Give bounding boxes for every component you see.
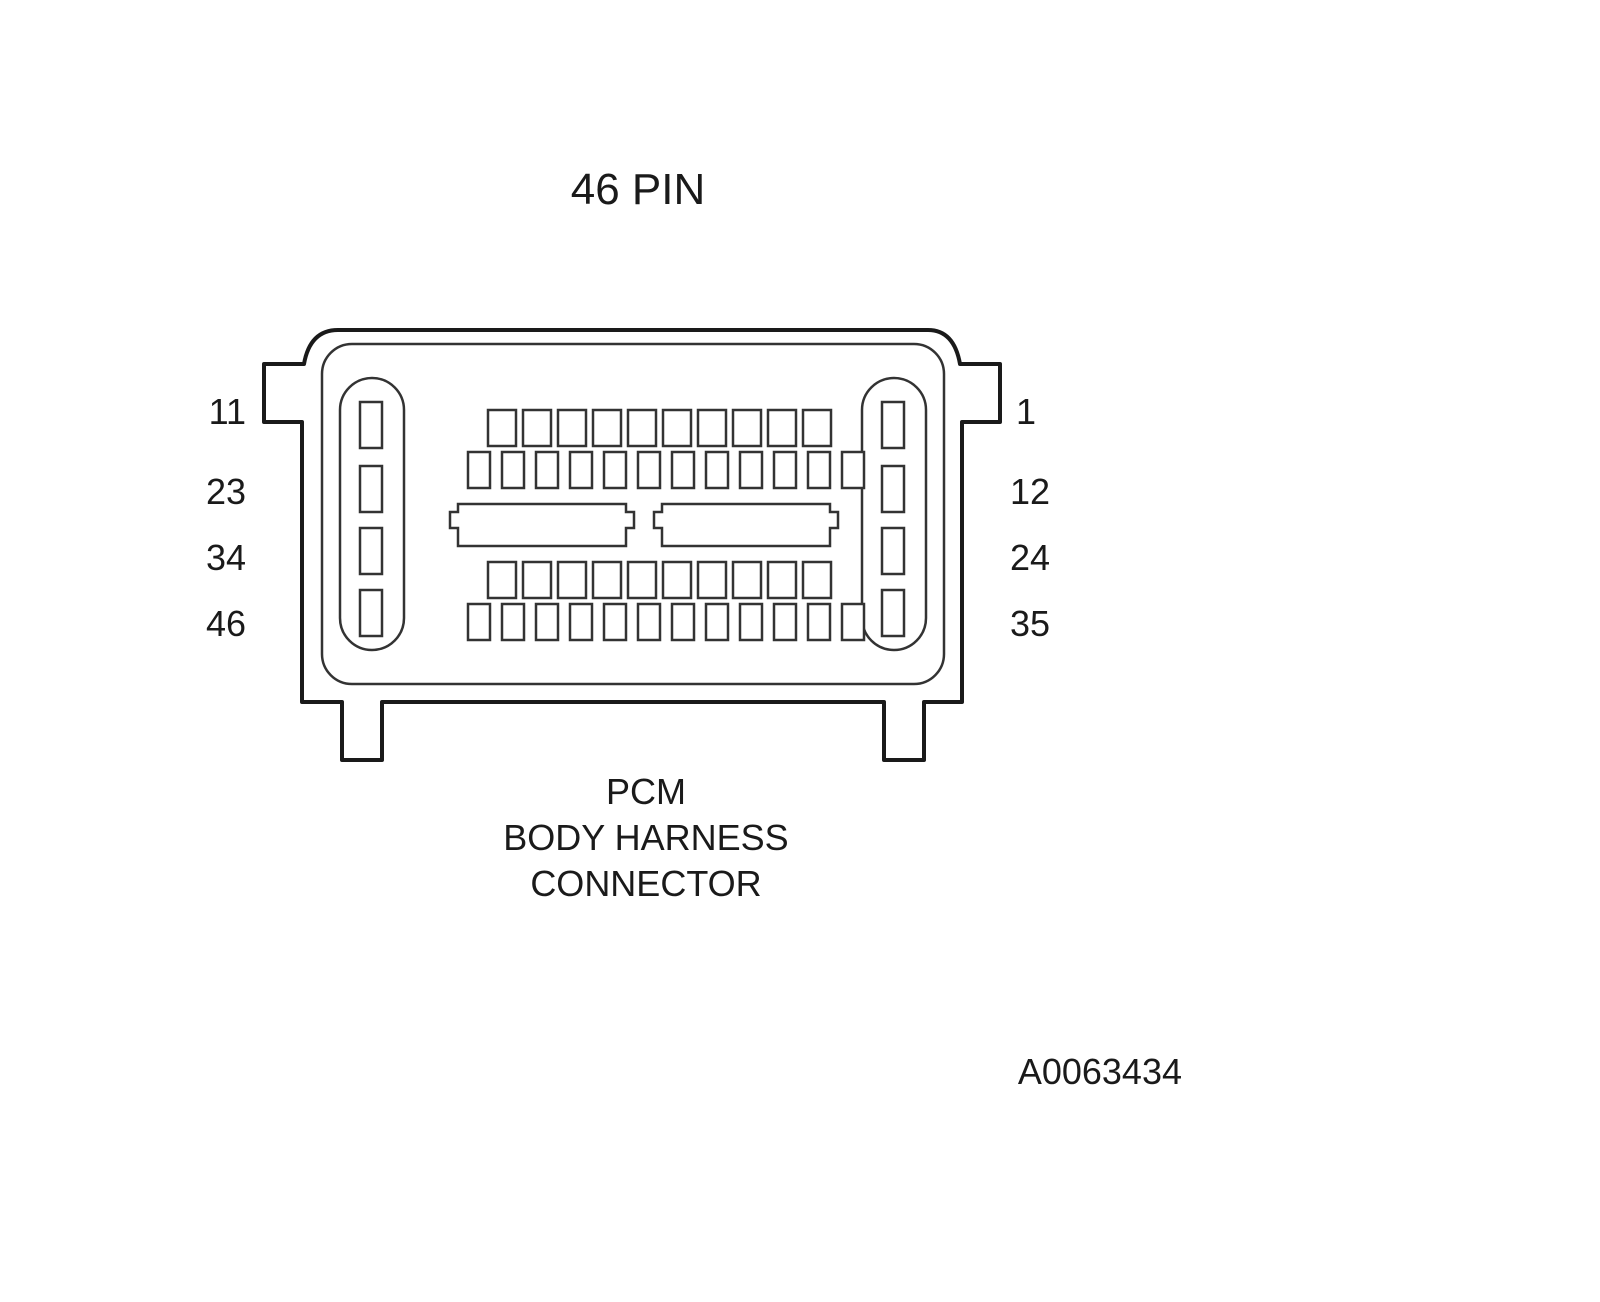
pin-cavity [840,602,866,642]
pin-cavity [696,560,728,600]
pin-cavity [591,560,623,600]
diagram-title: 46 PIN [571,165,706,214]
left-end-pins [358,400,384,638]
connector-housing [262,328,1002,762]
pin-cavity [556,408,588,448]
pin-cavity [661,560,693,600]
pin-cavity [534,602,560,642]
caption-line-3: CONNECTOR [530,863,761,904]
pin-cavity [568,450,594,490]
pin-cavity [636,602,662,642]
pin-cavity [731,560,763,600]
keying-slot-right [652,502,840,548]
pin-cavity [806,450,832,490]
pin-cavity [880,464,906,514]
pin-label-left-4: 46 [206,603,246,644]
pin-cavity [704,602,730,642]
pin-cavity [626,560,658,600]
pin-cavity [772,602,798,642]
pin-cavity [738,450,764,490]
caption-line-2: BODY HARNESS [503,817,788,858]
pin-cavity [602,602,628,642]
right-end-pins [880,400,906,638]
pin-label-right-3: 24 [1010,537,1050,578]
pin-cavity [661,408,693,448]
pin-cavity [626,408,658,448]
pin-label-right-2: 12 [1010,471,1050,512]
pin-label-left-2: 23 [206,471,246,512]
pin-cavity [704,450,730,490]
pin-cavity [568,602,594,642]
pin-cavity [696,408,728,448]
pin-grid [466,408,866,642]
pin-label-left-1: 11 [209,391,246,432]
pin-cavity [801,560,833,600]
pin-cavity [556,560,588,600]
pin-cavity [602,450,628,490]
pin-label-left-3: 34 [206,537,246,578]
right-end-capsule [860,376,928,652]
pin-cavity [358,588,384,638]
keying-slot-left [448,502,636,548]
pin-cavity [772,450,798,490]
pin-label-right-1: 1 [1016,391,1036,432]
pin-cavity [486,560,518,600]
pin-cavity [766,560,798,600]
pin-cavity [670,602,696,642]
figure-id: A0063434 [1018,1051,1182,1092]
pin-cavity [500,602,526,642]
connector-face [320,342,946,686]
pin-cavity [636,450,662,490]
pin-cavity [880,400,906,450]
pin-cavity [521,560,553,600]
pin-cavity [466,602,492,642]
pin-cavity [731,408,763,448]
pin-cavity [358,526,384,576]
pin-cavity [466,450,492,490]
caption-line-1: PCM [606,771,686,812]
pin-cavity [670,450,696,490]
pin-cavity [521,408,553,448]
pin-cavity [358,400,384,450]
pin-cavity [591,408,623,448]
pin-cavity [534,450,560,490]
pin-cavity [738,602,764,642]
pin-cavity [486,408,518,448]
pin-cavity [500,450,526,490]
left-end-capsule [338,376,406,652]
pin-label-right-4: 35 [1010,603,1050,644]
pin-cavity [880,526,906,576]
pin-cavity [358,464,384,514]
pin-cavity [801,408,833,448]
pin-cavity [806,602,832,642]
pin-cavity [766,408,798,448]
pin-cavity [880,588,906,638]
pin-cavity [840,450,866,490]
